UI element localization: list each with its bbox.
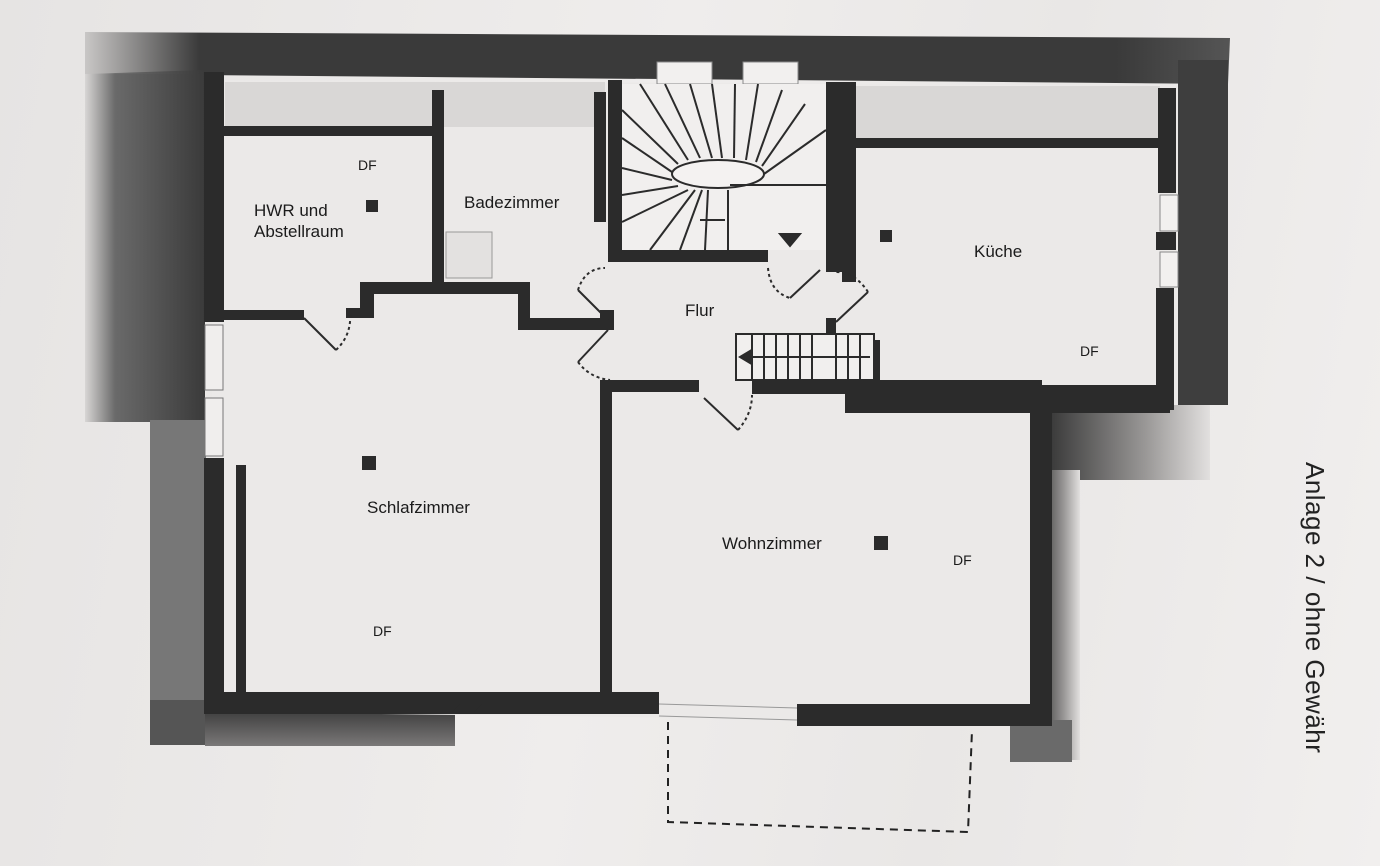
left-windows	[204, 324, 224, 457]
shower-tray	[445, 231, 493, 279]
room-label-badezimmer: Badezimmer	[464, 193, 560, 212]
staircase	[621, 83, 827, 251]
roof-shading	[85, 32, 1230, 762]
df-mark-wohnzimmer: DF	[953, 552, 972, 568]
balcony-outline	[667, 722, 973, 834]
room-label-schlafzimmer: Schlafzimmer	[367, 498, 470, 517]
bottom-window-marks	[452, 704, 482, 712]
df-mark-kueche: DF	[1080, 343, 1099, 359]
room-label-kueche: Küche	[974, 242, 1023, 261]
shaft-markers	[362, 200, 892, 550]
lower-stair	[735, 333, 875, 381]
df-mark-hwr: DF	[358, 157, 377, 173]
room-label-wohnzimmer: Wohnzimmer	[722, 534, 822, 553]
hwr-line-1: HWR und	[254, 201, 328, 220]
room-label-hwr: HWR und Abstellraum	[254, 200, 344, 243]
top-windows	[656, 61, 1179, 288]
df-mark-schlafzimmer: DF	[373, 623, 392, 639]
doors	[303, 267, 869, 431]
room-label-flur: Flur	[685, 301, 715, 320]
balcony-door	[658, 703, 798, 721]
attachment-note: Anlage 2 / ohne Gewähr	[1300, 462, 1330, 754]
walls	[204, 72, 1176, 726]
hwr-line-2: Abstellraum	[254, 222, 344, 242]
